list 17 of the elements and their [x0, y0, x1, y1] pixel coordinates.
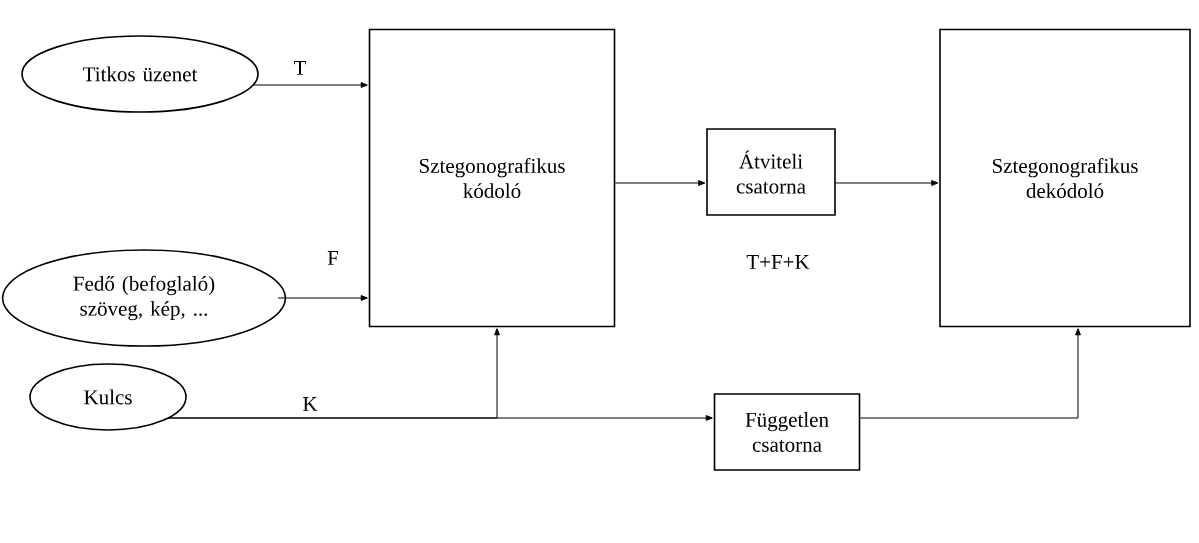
arrow	[167, 415, 713, 421]
edge-label: F	[327, 251, 339, 265]
edge-label: T	[293, 61, 307, 75]
arrow	[277, 295, 368, 301]
process-box: Sztegonografikus kódoló	[368, 28, 616, 328]
process-box: Átviteli csatorna	[706, 128, 836, 216]
process-box: Sztegonografikus dekódoló	[939, 28, 1191, 328]
edge-label: K	[303, 397, 318, 411]
label: T+F+K	[746, 255, 810, 269]
arrow	[835, 180, 939, 186]
arrow	[614, 180, 706, 186]
process-box: Független csatorna	[713, 393, 861, 471]
arrow	[252, 82, 368, 88]
ellipse-node: Fedő (befoglaló) szöveg, kép, ...	[1, 249, 287, 347]
arrow	[859, 328, 1081, 419]
ellipse-node: Kulcs	[29, 363, 187, 431]
ellipse-node: Titkos üzenet	[21, 35, 259, 113]
